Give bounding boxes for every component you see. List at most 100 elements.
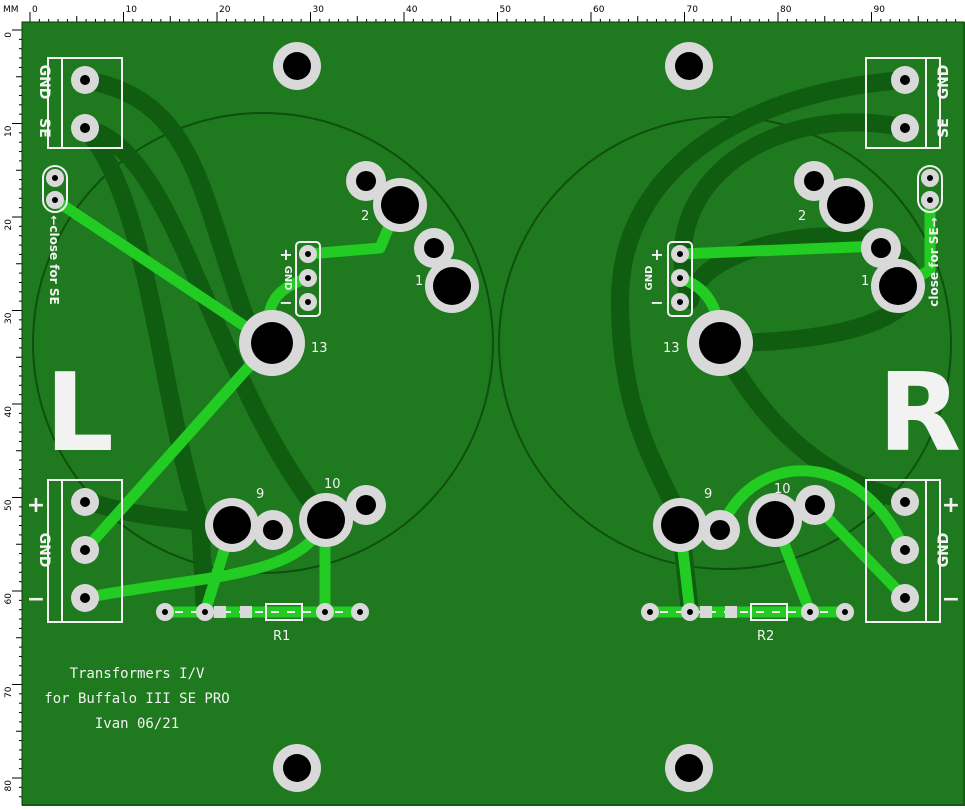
top-ruler-label: 30 bbox=[313, 5, 325, 15]
board-note-line-3: Ivan 06/21 bbox=[95, 716, 179, 732]
left-pin-label-2: 2 bbox=[361, 209, 369, 224]
right-top-connector-label-se: SE bbox=[936, 118, 952, 138]
left-supply-header bbox=[295, 241, 321, 317]
board-note-line-1: Transformers I/V bbox=[70, 666, 205, 682]
right-jumper-note: close for SE→ bbox=[927, 217, 941, 306]
pad-pin-10 bbox=[748, 493, 802, 547]
left-ruler-label: 30 bbox=[4, 312, 14, 324]
left-ruler-label: 0 bbox=[4, 32, 14, 38]
top-ruler-label: 90 bbox=[874, 5, 886, 15]
pad-pin-2 bbox=[373, 178, 427, 232]
top-ruler-label: 50 bbox=[500, 5, 512, 15]
left-pin-label-13: 13 bbox=[311, 341, 328, 356]
left-transformer-pads bbox=[205, 161, 479, 552]
right-pin-label-9: 9 bbox=[704, 487, 712, 502]
left-jumper-note: ←close for SE bbox=[47, 215, 61, 304]
mounting-hole bbox=[665, 744, 713, 792]
right-se-jumper bbox=[917, 165, 943, 213]
left-pin-label-9: 9 bbox=[256, 487, 264, 502]
top-ruler-label: 20 bbox=[219, 5, 231, 15]
left-channel-letter: L bbox=[45, 351, 114, 476]
left-bottom-terminal-block bbox=[47, 479, 123, 623]
left-ruler-label: 50 bbox=[4, 499, 14, 511]
right-pin-label-2: 2 bbox=[798, 209, 806, 224]
left-ruler-label: 20 bbox=[4, 219, 14, 231]
pad-pin-1 bbox=[871, 259, 925, 313]
resistor-r1 bbox=[156, 603, 369, 621]
bottom-trace bbox=[611, 71, 914, 529]
top-trace bbox=[674, 240, 886, 260]
top-ruler-label: 80 bbox=[780, 5, 792, 15]
left-ruler-label: 40 bbox=[4, 406, 14, 418]
mounting-hole bbox=[273, 42, 321, 90]
left-top-connector-label-gnd: GND bbox=[36, 65, 52, 100]
top-ruler-label: 10 bbox=[126, 5, 138, 15]
left-silkscreen: GND SE + GND − ←close for SE L 2 1 13 9 … bbox=[27, 65, 424, 644]
left-ruler-label: 80 bbox=[4, 780, 14, 792]
ruler-unit: MM bbox=[3, 5, 19, 15]
mounting-hole bbox=[665, 42, 713, 90]
top-trace bbox=[79, 337, 276, 556]
left-bottom-connector-label-gnd: GND bbox=[36, 533, 52, 568]
resistor-r2 bbox=[641, 603, 854, 621]
right-pin-label-13: 13 bbox=[663, 341, 680, 356]
pad-pin-1 bbox=[425, 259, 479, 313]
left-ruler-label: 70 bbox=[4, 686, 14, 698]
pad-pin-9 bbox=[205, 498, 259, 552]
top-ruler: 0 10 20 30 40 50 60 70 80 90 MM bbox=[0, 0, 965, 22]
left-bottom-connector-label-minus: − bbox=[27, 587, 45, 612]
right-transformer-outline bbox=[498, 116, 952, 570]
right-pin-label-10: 10 bbox=[774, 482, 791, 497]
left-pin-label-1: 1 bbox=[415, 274, 423, 289]
board-edge bbox=[21, 21, 965, 806]
pad-pin-2-small bbox=[346, 161, 386, 201]
resistor-r1-label: R1 bbox=[273, 629, 290, 644]
top-ruler-bg bbox=[0, 0, 965, 22]
left-top-connector-label-se: SE bbox=[36, 118, 52, 138]
left-top-terminal-block bbox=[47, 57, 123, 149]
board-note: Transformers I/V for Buffalo III SE PRO … bbox=[44, 666, 229, 732]
left-header-label-minus: − bbox=[279, 293, 292, 312]
right-supply-header bbox=[667, 241, 693, 317]
right-pin-label-1: 1 bbox=[861, 274, 869, 289]
pad-pin-10-small bbox=[346, 485, 386, 525]
left-ruler-label: 10 bbox=[4, 125, 14, 137]
right-channel-letter: R bbox=[878, 351, 961, 476]
top-ruler-label: 70 bbox=[687, 5, 699, 15]
right-top-connector-label-gnd: GND bbox=[936, 65, 952, 100]
pad-pin-13 bbox=[239, 310, 305, 376]
resistor-r2-label: R2 bbox=[757, 629, 774, 644]
right-bottom-connector-label-minus: − bbox=[942, 587, 960, 612]
top-trace bbox=[809, 499, 911, 604]
pad-pin-9-small bbox=[700, 510, 740, 550]
board-note-line-2: for Buffalo III SE PRO bbox=[44, 691, 229, 707]
pad-pin-13 bbox=[687, 310, 753, 376]
left-ruler-bg bbox=[0, 22, 22, 806]
top-trace bbox=[49, 194, 276, 349]
right-bottom-connector-label-gnd: GND bbox=[936, 533, 952, 568]
pad-pin-1-small bbox=[861, 228, 901, 268]
top-ruler-label: 60 bbox=[593, 5, 605, 15]
pad-pin-10 bbox=[299, 493, 353, 547]
pad-pin-2 bbox=[819, 178, 873, 232]
left-header-label-plus: + bbox=[279, 245, 292, 264]
top-ruler-label: 40 bbox=[406, 5, 418, 15]
left-se-jumper bbox=[42, 165, 68, 213]
bottom-trace bbox=[76, 119, 214, 621]
pad-pin-10-small bbox=[795, 485, 835, 525]
mounting-hole bbox=[273, 744, 321, 792]
mounting-holes bbox=[273, 42, 713, 792]
left-transformer-outline bbox=[32, 112, 494, 574]
top-trace bbox=[719, 465, 911, 556]
right-header-label-plus: + bbox=[650, 245, 663, 264]
pad-pin-9 bbox=[653, 498, 707, 552]
right-bottom-connector-label-plus: + bbox=[942, 493, 960, 518]
pad-pin-9-small bbox=[253, 510, 293, 550]
right-header-label-minus: − bbox=[650, 293, 663, 312]
bottom-trace bbox=[76, 71, 259, 339]
top-ruler-label: 0 bbox=[32, 5, 38, 15]
right-bottom-terminal-block bbox=[865, 479, 941, 623]
